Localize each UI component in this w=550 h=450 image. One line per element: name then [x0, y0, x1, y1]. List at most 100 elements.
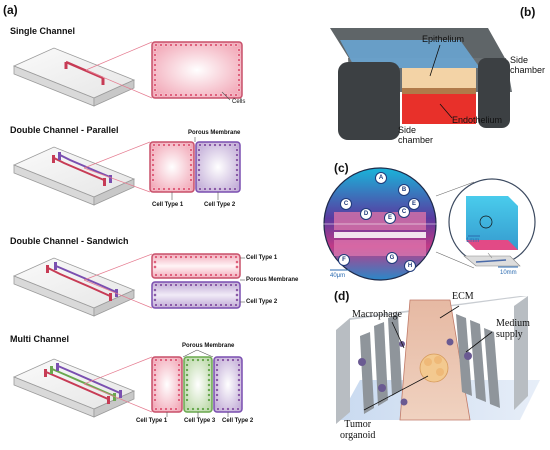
- multi-type3-label: Cell Type 3: [184, 418, 216, 424]
- cell-dot: [159, 358, 163, 362]
- cell-dot: [231, 358, 235, 362]
- cell-dot: [209, 273, 213, 277]
- cell-dot: [224, 93, 228, 97]
- cell-dot: [151, 168, 155, 172]
- cell-dot: [237, 383, 241, 387]
- cell-dot: [154, 283, 158, 287]
- cell-dot: [204, 283, 208, 287]
- single-channel-chip: [12, 47, 136, 107]
- cell-dot: [214, 255, 218, 259]
- multi-type2-label: Cell Type 2: [222, 418, 254, 424]
- cell-dot: [184, 283, 188, 287]
- cell-dot: [237, 73, 241, 77]
- cell-dot: [234, 283, 238, 287]
- cell-dot: [237, 83, 241, 87]
- cell-dot: [194, 303, 198, 307]
- cell-dot: [197, 148, 201, 152]
- cell-dot: [228, 187, 232, 191]
- cell-dot: [209, 303, 213, 307]
- cell-dot: [189, 303, 193, 307]
- cell-dot: [209, 93, 213, 97]
- cell-dot: [215, 378, 219, 382]
- cell-dot: [169, 43, 173, 47]
- panel-c-letter: (c): [334, 161, 349, 175]
- cell-dot: [206, 407, 210, 411]
- cell-dot: [215, 388, 219, 392]
- cell-dot: [215, 398, 219, 402]
- panel-c-marker: H: [404, 260, 416, 272]
- cell-dot: [207, 368, 211, 372]
- cell-dot: [215, 373, 219, 377]
- cell-dot: [174, 303, 178, 307]
- cell-dot: [154, 255, 158, 259]
- cell-dot: [179, 303, 183, 307]
- cell-dot: [169, 358, 173, 362]
- cell-dot: [164, 273, 168, 277]
- cell-dot: [209, 43, 213, 47]
- side-chamber-left-label: Side chamber: [398, 125, 434, 145]
- cell-dot: [189, 153, 193, 157]
- cell-dot: [197, 178, 201, 182]
- cell-dot: [214, 283, 218, 287]
- panel-c-illustration: [322, 167, 536, 281]
- cell-dot: [198, 143, 202, 147]
- panel-c-marker: A: [375, 172, 387, 184]
- cell-dot: [194, 43, 198, 47]
- ecm-label: ECM: [452, 291, 474, 302]
- cell-dot: [218, 143, 222, 147]
- scale-left-label: 40μm: [330, 273, 346, 279]
- cell-dot: [234, 43, 238, 47]
- cell-dot: [153, 293, 157, 297]
- cell-dot: [224, 43, 228, 47]
- cell-dot: [182, 187, 186, 191]
- cell-dot: [172, 143, 176, 147]
- cell-dot: [153, 388, 157, 392]
- cell-dot: [233, 143, 237, 147]
- cell-dot: [169, 273, 173, 277]
- cell-dot: [153, 68, 157, 72]
- cell-dot: [153, 63, 157, 67]
- cell-dot: [179, 283, 183, 287]
- panel-c-marker: E: [384, 212, 396, 224]
- cell-dot: [162, 187, 166, 191]
- cell-dot: [213, 143, 217, 147]
- cell-dot: [235, 288, 239, 292]
- panel-b-letter: (b): [520, 5, 536, 19]
- cell-dot: [159, 273, 163, 277]
- double-parallel-chip: [12, 146, 136, 206]
- cell-dot: [184, 43, 188, 47]
- cell-dot: [157, 187, 161, 191]
- cell-dot: [235, 148, 239, 152]
- cell-dot: [164, 283, 168, 287]
- cell-dot: [153, 363, 157, 367]
- cell-dot: [234, 303, 238, 307]
- parallel-type2-label: Cell Type 2: [204, 202, 236, 208]
- cell-dot: [189, 43, 193, 47]
- cell-dot: [153, 73, 157, 77]
- panel-d-illustration: [336, 296, 540, 424]
- cell-dot: [159, 255, 163, 259]
- scale-right-bottom-label: 10mm: [500, 270, 517, 276]
- cell-dot: [153, 378, 157, 382]
- cell-dot: [177, 373, 181, 377]
- cells-label: Cells: [232, 99, 246, 105]
- cell-dot: [159, 283, 163, 287]
- cell-dot: [219, 283, 223, 287]
- cell-dot: [223, 143, 227, 147]
- cell-dot: [231, 407, 235, 411]
- scale-right-top-label: 1mm: [466, 238, 480, 244]
- cell-dot: [199, 283, 203, 287]
- cell-dot: [224, 273, 228, 277]
- cell-dot: [215, 368, 219, 372]
- cell-dot: [151, 173, 155, 177]
- cell-dot: [237, 398, 241, 402]
- cell-dot: [233, 187, 237, 191]
- multi-cross-section: [151, 356, 243, 413]
- tumor-organoid-label: Tumor organoid: [340, 419, 376, 441]
- cell-dot: [196, 358, 200, 362]
- cell-dot: [179, 43, 183, 47]
- cell-dot: [194, 283, 198, 287]
- cell-dot: [207, 398, 211, 402]
- cell-dot: [204, 303, 208, 307]
